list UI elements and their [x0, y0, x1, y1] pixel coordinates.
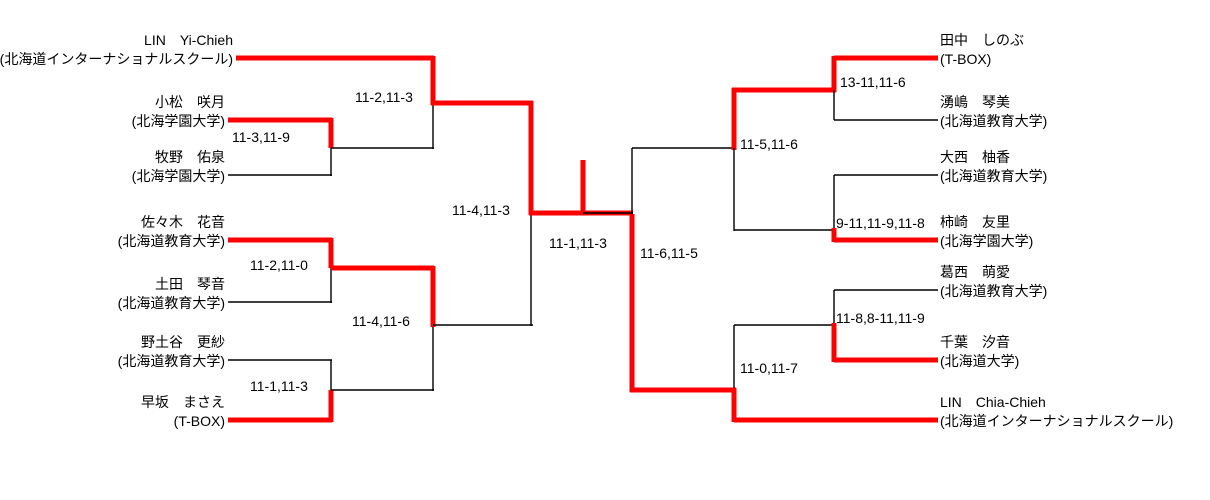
- score-left-r2-top: 11-2,11-3: [355, 89, 413, 105]
- player-left-6: 野土谷 更紗 (北海道教育大学): [0, 333, 225, 371]
- player-name: 小松 咲月: [155, 94, 225, 110]
- player-club: (北海道インターナショナルスクール): [0, 51, 233, 67]
- score-right-semifinal: 11-6,11-5: [640, 245, 698, 261]
- player-left-4: 佐々木 花音 (北海道教育大学): [0, 213, 225, 251]
- player-right-6: 千葉 汐音 (北海道大学): [940, 333, 1019, 371]
- player-club: (北海道教育大学): [117, 353, 225, 369]
- player-right-5: 葛西 萌愛 (北海道教育大学): [940, 263, 1047, 301]
- player-left-2: 小松 咲月 (北海学園大学): [0, 93, 225, 131]
- player-name: LIN Yi-Chieh: [144, 32, 233, 48]
- player-club: (北海道教育大学): [940, 168, 1048, 184]
- player-club: (北海学園大学): [131, 113, 225, 129]
- player-club: (T-BOX): [173, 413, 225, 429]
- player-club: (北海道教育大学): [117, 295, 225, 311]
- score-final: 11-1,11-3: [549, 235, 607, 251]
- player-name: 柿崎 友里: [940, 214, 1010, 230]
- score-left-r1-bottom: 11-1,11-3: [250, 378, 308, 394]
- player-club: (北海道教育大学): [940, 283, 1048, 299]
- player-name: 大西 柚香: [940, 149, 1010, 165]
- player-name: 葛西 萌愛: [940, 264, 1010, 280]
- player-name: 土田 琴音: [155, 276, 225, 292]
- player-name: LIN Chia-Chieh: [940, 394, 1046, 410]
- player-left-1: LIN Yi-Chieh (北海道インターナショナルスクール): [0, 31, 233, 69]
- player-left-7: 早坂 まさえ (T-BOX): [0, 393, 225, 431]
- player-name: 千葉 汐音: [940, 334, 1010, 350]
- score-left-r2-bottom: 11-4,11-6: [352, 313, 410, 329]
- player-club: (T-BOX): [940, 51, 992, 67]
- player-right-4: 柿崎 友里 (北海学園大学): [940, 213, 1033, 251]
- player-right-3: 大西 柚香 (北海道教育大学): [940, 148, 1047, 186]
- score-left-r1-top: 11-3,11-9: [232, 129, 290, 145]
- player-name: 湧嶋 琴美: [940, 94, 1010, 110]
- score-left-r1-mid: 11-2,11-0: [250, 257, 308, 273]
- player-right-1: 田中 しのぶ (T-BOX): [940, 31, 1024, 69]
- player-name: 牧野 佑泉: [155, 149, 225, 165]
- score-left-semifinal: 11-4,11-3: [452, 202, 510, 218]
- score-right-r1-top: 13-11,11-6: [840, 74, 906, 90]
- player-right-7: LIN Chia-Chieh (北海道インターナショナルスクール): [940, 393, 1173, 431]
- player-club: (北海道インターナショナルスクール): [940, 413, 1174, 429]
- player-left-5: 土田 琴音 (北海道教育大学): [0, 275, 225, 313]
- score-right-r1-mid: 9-11,11-9,11-8: [836, 215, 925, 231]
- player-name: 佐々木 花音: [141, 214, 225, 230]
- score-right-r2-bottom: 11-0,11-7: [740, 360, 798, 376]
- player-club: (北海道大学): [940, 353, 1020, 369]
- player-club: (北海道教育大学): [117, 233, 225, 249]
- player-right-2: 湧嶋 琴美 (北海道教育大学): [940, 93, 1047, 131]
- player-club: (北海学園大学): [131, 168, 225, 184]
- player-name: 早坂 まさえ: [141, 394, 225, 410]
- player-club: (北海学園大学): [940, 233, 1034, 249]
- player-name: 野土谷 更紗: [141, 334, 225, 350]
- player-left-3: 牧野 佑泉 (北海学園大学): [0, 148, 225, 186]
- player-name: 田中 しのぶ: [940, 32, 1024, 48]
- score-right-r1-bottom: 11-8,8-11,11-9: [836, 310, 925, 326]
- player-club: (北海道教育大学): [940, 113, 1048, 129]
- score-right-r2-top: 11-5,11-6: [740, 136, 798, 152]
